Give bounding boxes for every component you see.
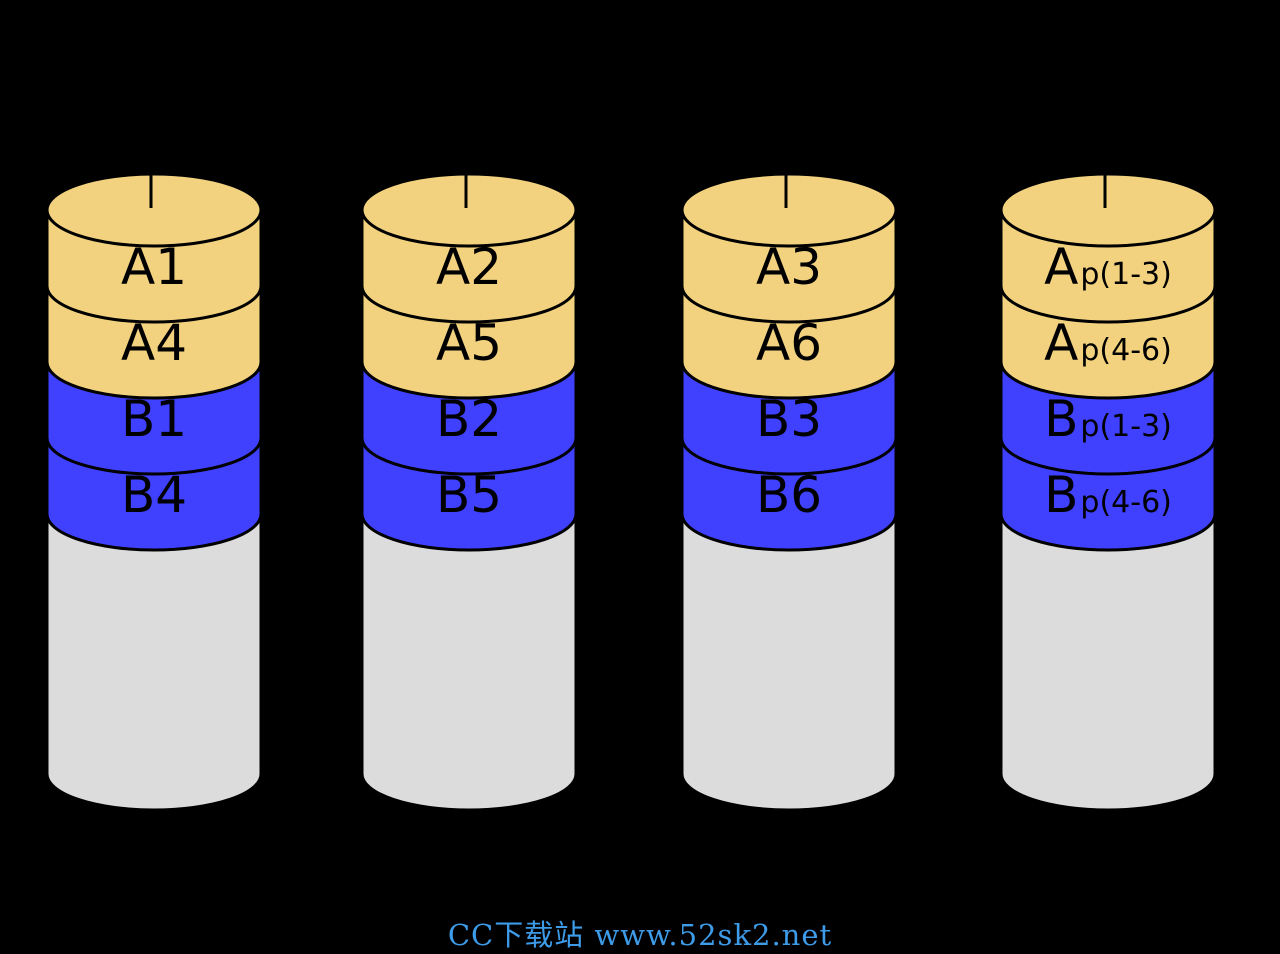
disk-body-outline (45, 514, 263, 812)
disk-empty-space (1001, 514, 1215, 810)
stripe-label-sub: p(1-3) (1080, 257, 1171, 292)
stripe-label: B2 (436, 390, 502, 448)
disk-empty-space (362, 514, 576, 810)
stripe-label: B3 (756, 390, 822, 448)
stripe-label: B5 (436, 466, 502, 524)
stripe-label: A6 (756, 314, 822, 372)
stripe-label-main: A1 (121, 238, 187, 296)
stripe-label-sub: p(4-6) (1080, 333, 1171, 368)
stripe-label-main: B5 (436, 466, 502, 524)
disk-top-cap (45, 172, 263, 248)
stripe-label-main: B (1044, 390, 1078, 448)
stripe-label: A2 (436, 238, 502, 296)
stripe-label: Ap(4-6) (1044, 314, 1172, 372)
stripe-label: A1 (121, 238, 187, 296)
stripe-label-main: A2 (436, 238, 502, 296)
watermark-text: CC下载站 www.52sk2.net (447, 918, 833, 952)
disk-body-outline (999, 514, 1217, 812)
stripe-label-main: A5 (436, 314, 502, 372)
stripe-label-main: A (1044, 314, 1078, 372)
disk-empty-space (47, 514, 261, 810)
stripe-label-main: A3 (756, 238, 822, 296)
stripe-label-main: B2 (436, 390, 502, 448)
stripe-label-sub: p(4-6) (1080, 485, 1171, 520)
stripe-label: Ap(1-3) (1044, 238, 1172, 296)
stripe-label-main: B6 (756, 466, 822, 524)
stripe-label-main: A6 (756, 314, 822, 372)
disk-top-cap (999, 172, 1217, 248)
stripe-label-main: B1 (121, 390, 187, 448)
stripe-label-main: A (1044, 238, 1078, 296)
stripe-label: A5 (436, 314, 502, 372)
stripe-label: B1 (121, 390, 187, 448)
stripe-label: Bp(1-3) (1044, 390, 1172, 448)
stripe-label-main: B4 (121, 466, 187, 524)
stripe-label-sub: p(1-3) (1080, 409, 1171, 444)
stripe-label: A3 (756, 238, 822, 296)
disk-body-outline (360, 514, 578, 812)
stripe-label-main: B3 (756, 390, 822, 448)
stripe-label: B4 (121, 466, 187, 524)
disk-top-cap (360, 172, 578, 248)
disk-top-cap (680, 172, 898, 248)
stripe-label: A4 (121, 314, 187, 372)
disk-empty-space (682, 514, 896, 810)
stripe-label: B6 (756, 466, 822, 524)
stripe-label-main: A4 (121, 314, 187, 372)
disk-body-outline (680, 514, 898, 812)
stripe-label-main: B (1044, 466, 1078, 524)
stripe-label: Bp(4-6) (1044, 466, 1172, 524)
disk-cylinder: Ap(1-3)Ap(4-6)Bp(1-3)Bp(4-6) (999, 172, 1217, 812)
